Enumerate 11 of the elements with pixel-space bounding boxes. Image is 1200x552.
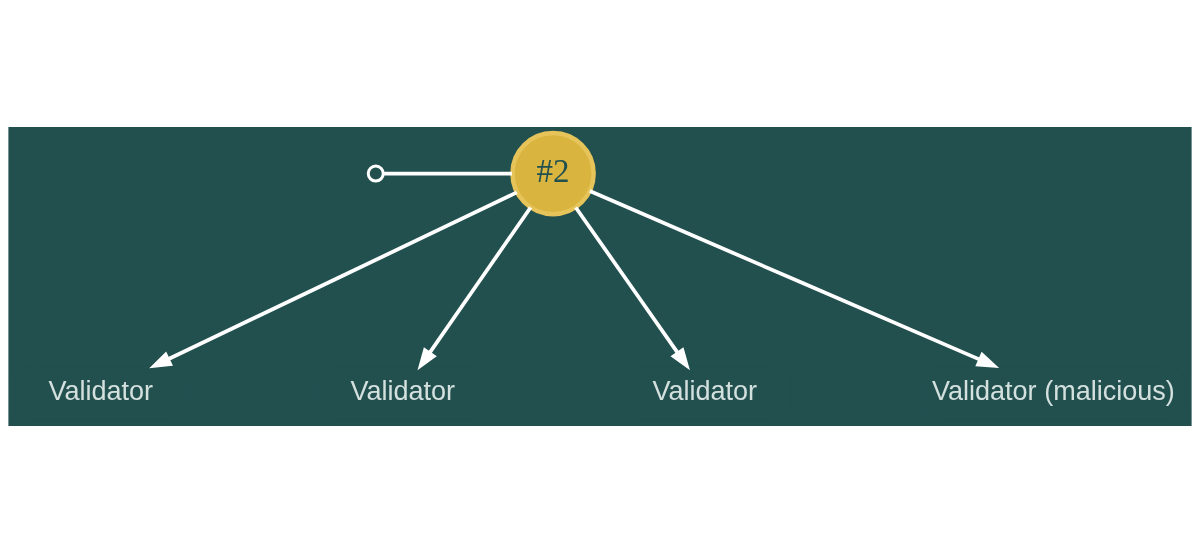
- node-circle: [366, 164, 385, 183]
- node-text: Validator: [48, 375, 154, 406]
- node-circle: #2: [510, 130, 596, 216]
- arrow: [417, 205, 533, 370]
- arrow: [589, 188, 1000, 368]
- node-text: Validator: [652, 375, 758, 406]
- node-text: Validator (malicious): [931, 375, 1175, 406]
- node-text: Validator: [350, 375, 456, 406]
- connector: [383, 171, 512, 175]
- arrow: [574, 205, 690, 370]
- arrow: [149, 190, 518, 368]
